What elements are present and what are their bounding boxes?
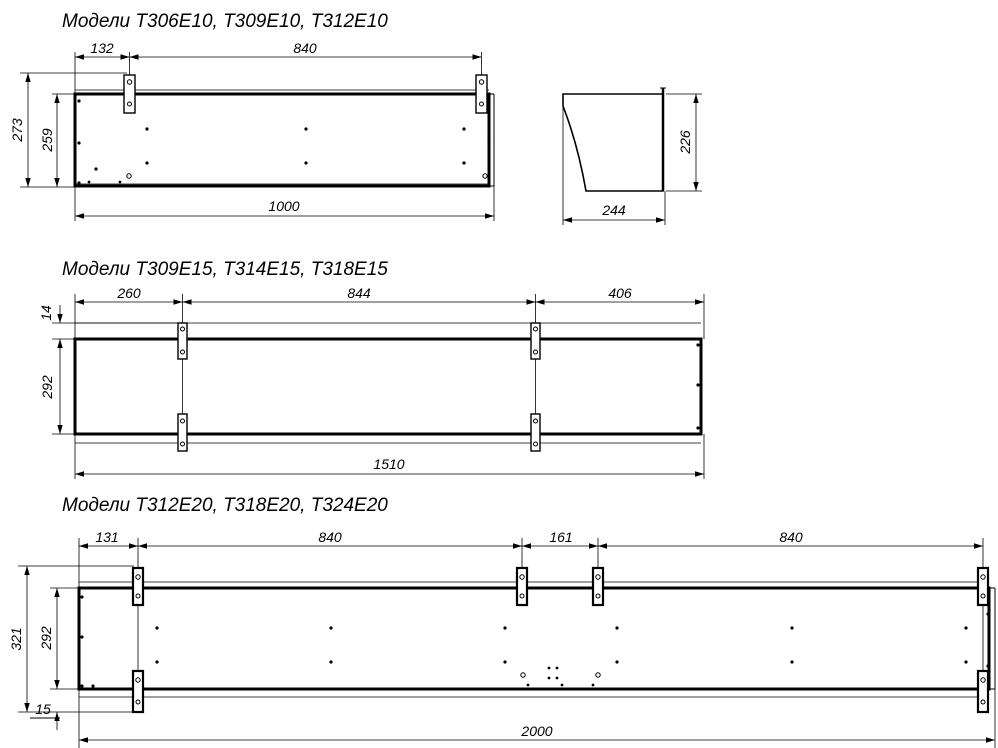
g1-dim-244: 244 — [601, 202, 626, 218]
g2-dim-292: 292 — [39, 375, 55, 400]
g3-bracket-top-3 — [591, 566, 605, 607]
g3-bracket-top-2 — [515, 566, 529, 607]
g2-bracket-bottom-left — [177, 413, 188, 452]
g3-front-body — [77, 586, 991, 691]
g3-mounting-holes — [80, 595, 990, 688]
g1-front-body — [73, 92, 491, 188]
g1-dim-1000: 1000 — [268, 198, 299, 214]
g1-dim-132: 132 — [90, 40, 114, 56]
g3-dim-15: 15 — [35, 701, 51, 717]
g1-mounting-holes — [77, 99, 491, 185]
g2-dim-14: 14 — [38, 305, 54, 321]
g1-dim-226: 226 — [677, 130, 693, 155]
g2-bracket-bottom-right — [530, 413, 541, 452]
group1-drawing: Модели Т306Е10, Т309Е10, Т312Е10 — [9, 11, 702, 225]
g2-dim-844: 844 — [347, 285, 371, 301]
g2-dim-406: 406 — [608, 285, 632, 301]
g1-side-view — [562, 87, 666, 192]
g3-dim-2000: 2000 — [520, 723, 552, 739]
g3-bracket-top-1 — [131, 566, 145, 607]
group2-heading: Модели Т309Е15, Т314Е15, Т318Е15 — [62, 259, 388, 280]
g1-dim-840: 840 — [293, 40, 317, 56]
g2-front-body — [73, 337, 703, 436]
g2-bracket-top-left — [177, 322, 188, 360]
g3-dim-131: 131 — [95, 529, 118, 545]
g3-dim-840-a: 840 — [318, 529, 342, 545]
g1-bracket-right — [475, 74, 488, 114]
g3-bracket-bottom-2 — [976, 669, 990, 714]
g3-dim-321: 321 — [8, 627, 24, 650]
g2-bracket-top-right — [530, 322, 541, 360]
group3-heading: Модели Т312Е20, Т318Е20, Т324Е20 — [62, 495, 388, 516]
g1-bracket-left — [123, 74, 136, 114]
g3-bracket-bottom-1 — [131, 669, 145, 714]
g3-bracket-top-4 — [976, 566, 990, 607]
group3-drawing: Модели Т312Е20, Т318Е20, Т324Е20 — [8, 495, 996, 748]
g1-dim-259: 259 — [39, 128, 55, 153]
group2-drawing: Модели Т309Е15, Т314Е15, Т318Е15 — [38, 259, 705, 479]
g1-dim-273: 273 — [9, 118, 25, 143]
g2-dim-1510: 1510 — [373, 456, 404, 472]
group1-heading: Модели Т306Е10, Т309Е10, Т312Е10 — [62, 11, 388, 32]
g3-dim-161: 161 — [549, 529, 572, 545]
g3-dim-840-b: 840 — [779, 529, 803, 545]
g2-dim-260: 260 — [116, 285, 141, 301]
g3-dim-292: 292 — [38, 626, 54, 651]
